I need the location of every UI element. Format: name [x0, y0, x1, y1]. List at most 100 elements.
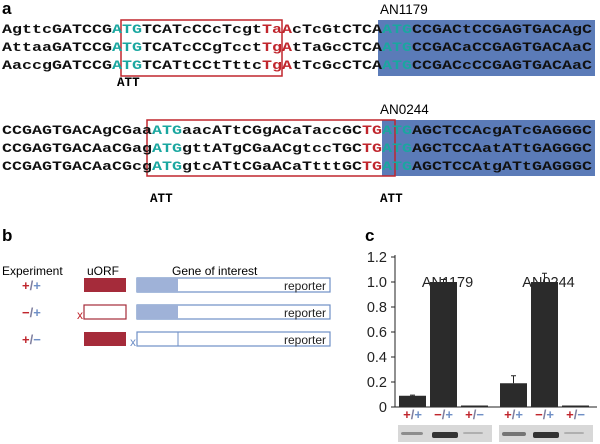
- sequence-segment: tTaGcCTCA: [292, 41, 383, 55]
- bar: [430, 282, 457, 407]
- gene-label-an1179: AN1179: [380, 2, 428, 17]
- reporter-sign: +: [33, 278, 41, 293]
- reporter-label: reporter: [284, 306, 326, 320]
- y-tick-label: 1.2: [367, 250, 387, 266]
- sequence-segment: CCGACaCCGAGTGACAaC: [412, 41, 593, 55]
- sequence-segment: CCGACtCCGAGTGACAgC: [412, 23, 593, 37]
- bar-chart: 00.20.40.60.81.01.2AN1179+/+−/++/−AN0244…: [367, 250, 597, 442]
- cds-highlight-top: [378, 20, 595, 76]
- category-sign-2: +: [546, 407, 554, 422]
- cds-start-fill: [137, 305, 178, 319]
- uorf-sign: +: [22, 278, 30, 293]
- bar: [531, 282, 558, 407]
- att-label-top-uorf: ATT: [117, 76, 140, 90]
- reporter-label: reporter: [284, 333, 326, 347]
- start-codon: ATG: [112, 41, 142, 55]
- reporter-label: reporter: [284, 279, 326, 293]
- blot-band: [463, 432, 483, 434]
- experiment-label: −/+: [22, 305, 41, 320]
- blot-band: [564, 432, 584, 434]
- bar: [399, 395, 426, 407]
- gene-box: [136, 331, 331, 347]
- column-gene-of-interest: Gene of interest: [172, 264, 258, 278]
- start-codon: ATG: [152, 160, 182, 174]
- sequence-segment: TCATcCCcTcgt: [142, 23, 262, 37]
- column-experiment: Experiment: [2, 264, 63, 278]
- start-codon: ATG: [382, 124, 412, 138]
- category-sign-1: −: [434, 407, 442, 422]
- start-codon: ATG: [382, 160, 412, 174]
- y-tick-label: 0: [379, 400, 387, 416]
- sequence-segment: AaccgGATCCG: [2, 59, 112, 73]
- sequence-segment: AGCTCCAatATtGAGGGC: [412, 142, 593, 156]
- blot-band: [502, 432, 526, 436]
- category-separator: /: [442, 407, 446, 422]
- experiment-label: +/−: [22, 332, 41, 347]
- category-label: +/+: [403, 407, 422, 422]
- mutation-mark: x: [130, 335, 136, 349]
- sequence-segment: cTcGtCTCA: [292, 23, 383, 37]
- y-tick-label: 0.4: [367, 350, 387, 366]
- sequence-segment: CCGAGTGACAaCGag: [2, 142, 152, 156]
- sequence-segment: gttATgCGaACgtccTGC: [182, 142, 363, 156]
- category-separator: /: [574, 407, 578, 422]
- sequence-segment: CCGAGTGACAaCGcg: [2, 160, 152, 174]
- category-separator: /: [543, 407, 547, 422]
- stop-codon: TgA: [262, 41, 293, 55]
- cds-highlight-bottom: [382, 120, 595, 176]
- stop-codon: TG: [362, 124, 382, 138]
- start-codon: ATG: [152, 142, 182, 156]
- y-tick-label: 1.0: [367, 275, 387, 291]
- uorf-sign: −: [22, 305, 30, 320]
- y-tick-label: 0.2: [367, 375, 387, 391]
- category-sign-1: +: [465, 407, 473, 422]
- category-sign-1: −: [535, 407, 543, 422]
- start-codon: ATG: [382, 41, 412, 55]
- start-codon: ATG: [382, 142, 412, 156]
- panel-c: c 00.20.40.60.81.01.2AN1179+/+−/++/−AN02…: [365, 226, 597, 442]
- category-label: −/+: [535, 407, 554, 422]
- category-label: +/+: [504, 407, 523, 422]
- att-label-bottom-cds: ATT: [380, 192, 403, 206]
- sequence-segment: CCGAGTGACAgCGaa: [2, 124, 153, 138]
- category-sign-1: +: [504, 407, 512, 422]
- column-uorf: uORF: [87, 264, 119, 278]
- reporter-sign: −: [33, 332, 41, 347]
- start-codon: ATG: [382, 59, 412, 73]
- start-codon: ATG: [382, 23, 412, 37]
- sequence-segment: TCATtCCtTttc: [142, 59, 262, 73]
- sequence-segment: CCGACcCCGAGTGACAaC: [412, 59, 593, 73]
- separator: /: [30, 278, 34, 293]
- mutation-mark: x: [77, 308, 83, 322]
- uorf-box-top: [120, 19, 283, 77]
- sequence-segment: AgttcGATCCG: [2, 23, 112, 37]
- category-separator: /: [411, 407, 415, 422]
- category-label: +/−: [465, 407, 484, 422]
- start-codon: ATG: [152, 124, 182, 138]
- sequence-segment: AttaaGATCCG: [2, 41, 112, 55]
- sequence-segment: tTcGcCTCA: [292, 59, 383, 73]
- panel-c-label: c: [365, 226, 374, 245]
- category-sign-1: +: [403, 407, 411, 422]
- category-sign-2: +: [445, 407, 453, 422]
- separator: /: [30, 332, 34, 347]
- category-label: −/+: [434, 407, 453, 422]
- uorf-box: [84, 278, 126, 292]
- y-tick-label: 0.6: [367, 325, 387, 341]
- panel-b-label: b: [2, 226, 12, 245]
- stop-codon: TgA: [262, 59, 293, 73]
- panel-b: b Experiment uORF Gene of interest +/+re…: [2, 226, 331, 349]
- y-tick-label: 0.8: [367, 300, 387, 316]
- panel-a-label: a: [2, 0, 12, 18]
- cds-start-fill: [137, 278, 178, 292]
- bar: [461, 405, 488, 407]
- uorf-sign: +: [22, 332, 30, 347]
